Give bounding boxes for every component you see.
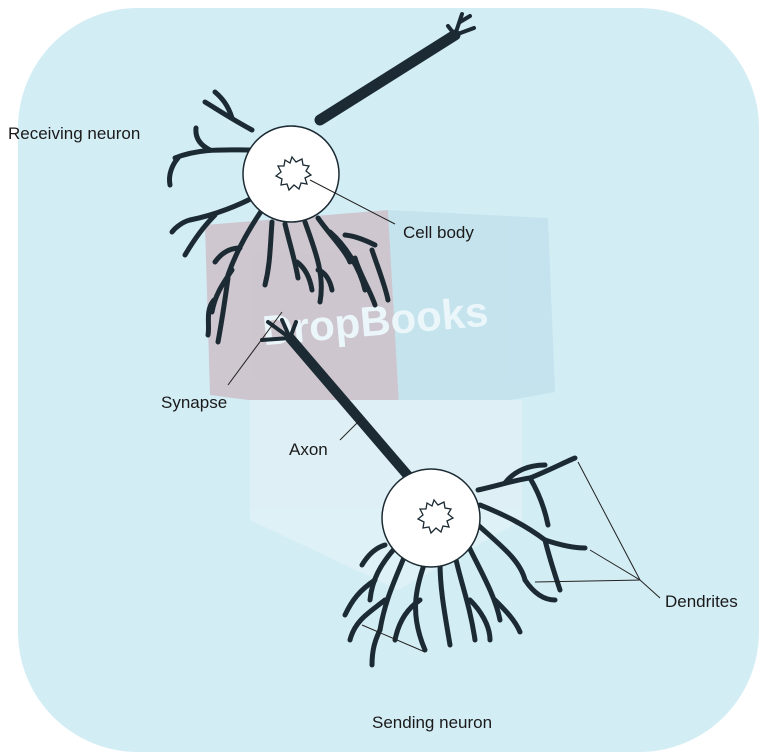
label-axon: Axon: [289, 440, 328, 459]
label-cell-body: Cell body: [403, 223, 474, 242]
label-sending-neuron: Sending neuron: [372, 713, 492, 732]
label-receiving-neuron: Receiving neuron: [8, 124, 140, 143]
label-synapse: Synapse: [161, 393, 227, 412]
label-dendrites: Dendrites: [665, 592, 738, 611]
